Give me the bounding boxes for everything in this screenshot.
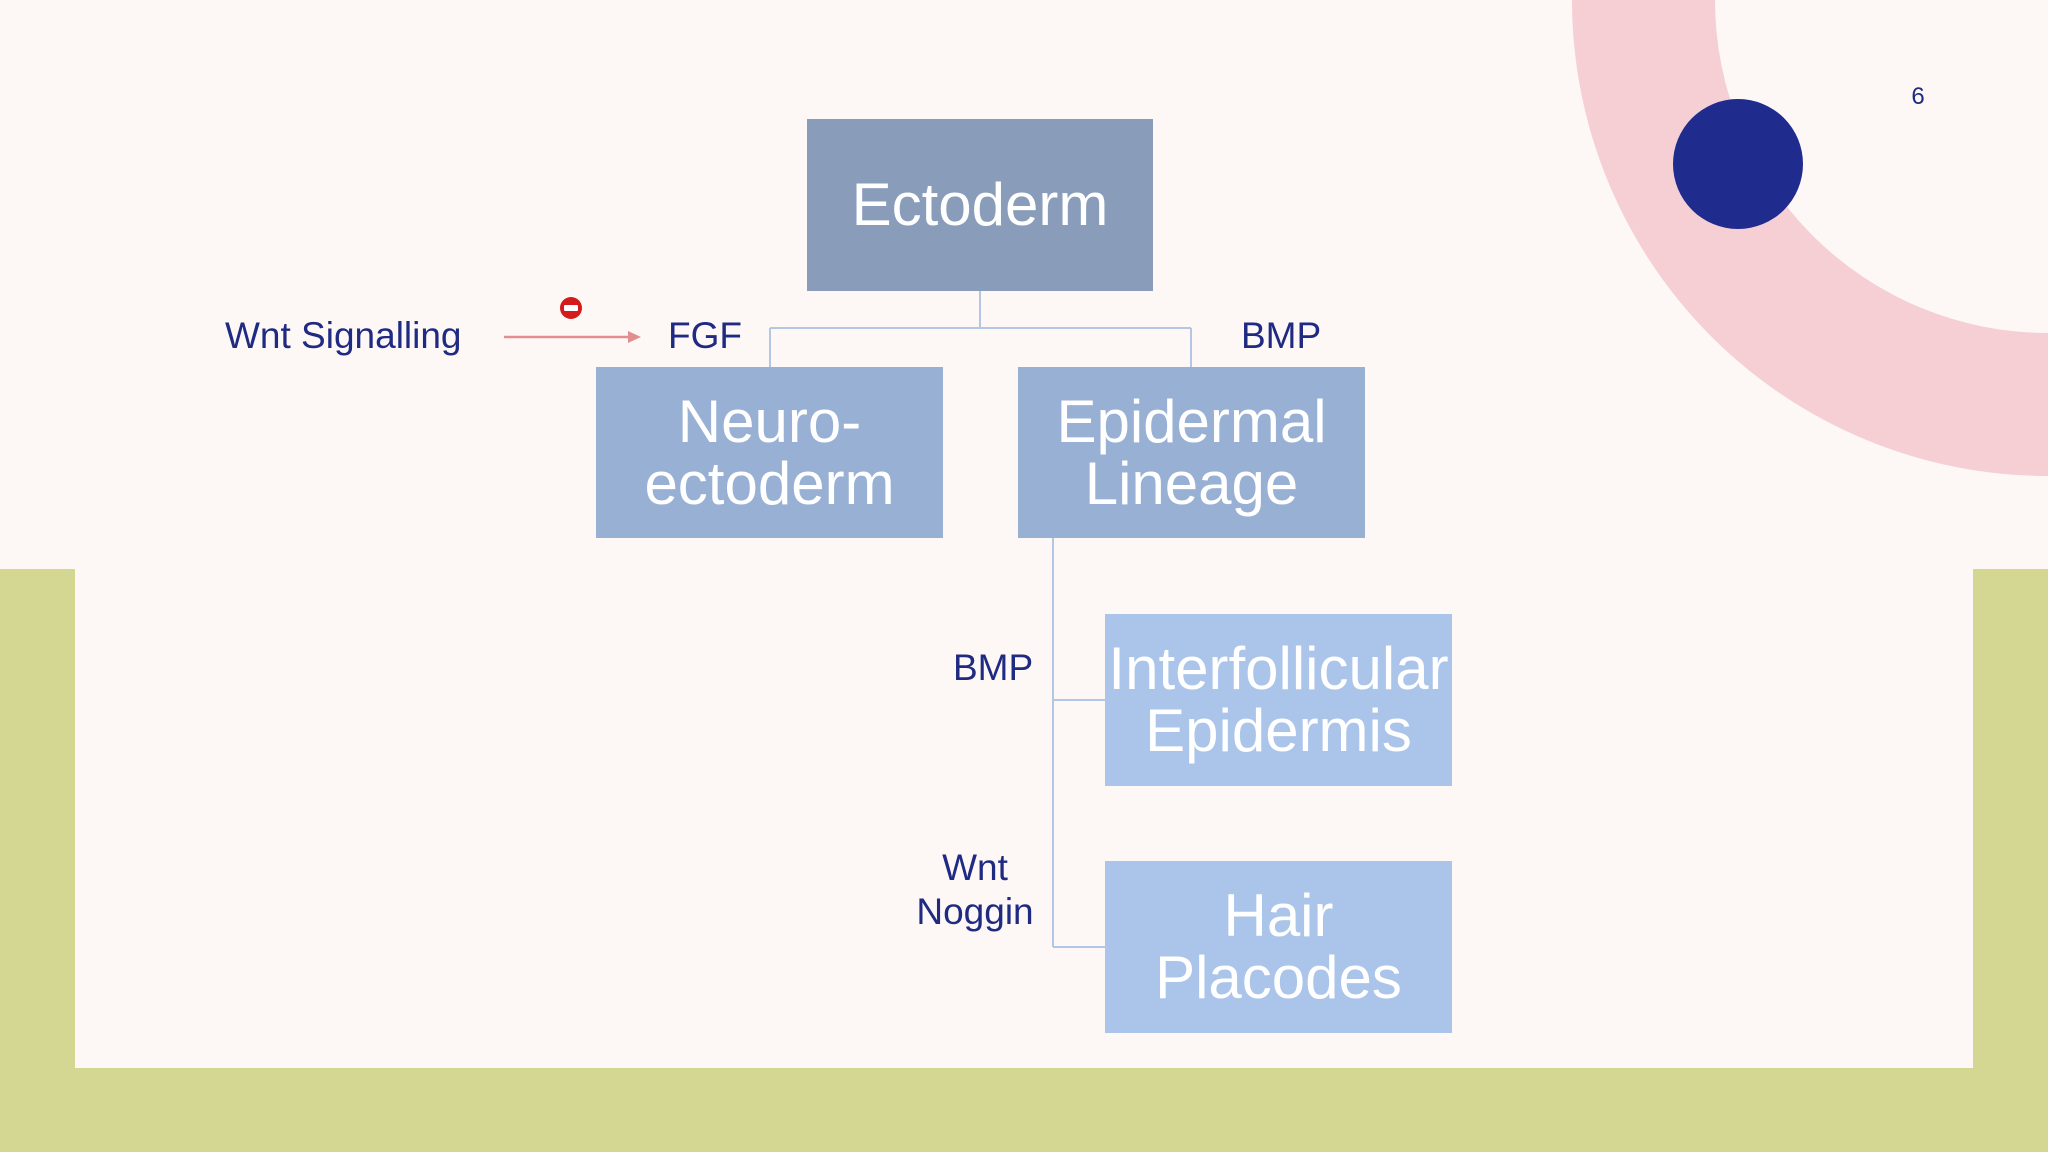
label-wnt-signalling: Wnt Signalling: [225, 315, 462, 356]
node-epidermal-lineage: Epidermal Lineage: [1018, 367, 1365, 538]
connector-ectoderm-children: [769, 291, 1192, 367]
stop-icon: [560, 297, 582, 319]
green-frame-decoration: [0, 569, 2048, 1152]
wnt-to-fgf-arrow: [504, 331, 641, 343]
node-neuroectoderm: Neuro- ectoderm: [596, 367, 943, 538]
label-fgf: FGF: [668, 315, 742, 356]
connector-epidermal-children: [1052, 538, 1105, 948]
navy-circle-decoration: [1673, 99, 1803, 229]
node-ectoderm: Ectoderm: [807, 119, 1153, 291]
label-bmp-top: BMP: [1241, 315, 1322, 356]
label-bmp-mid: BMP: [953, 647, 1034, 688]
slide-number: 6: [1911, 83, 1925, 110]
pink-arc-decoration: [1572, 0, 2048, 476]
node-hair-placodes: Hair Placodes: [1105, 861, 1452, 1033]
node-interfollicular-epidermis: Interfollicular Epidermis: [1105, 614, 1452, 786]
label-wnt-noggin: Wnt Noggin: [916, 847, 1034, 932]
